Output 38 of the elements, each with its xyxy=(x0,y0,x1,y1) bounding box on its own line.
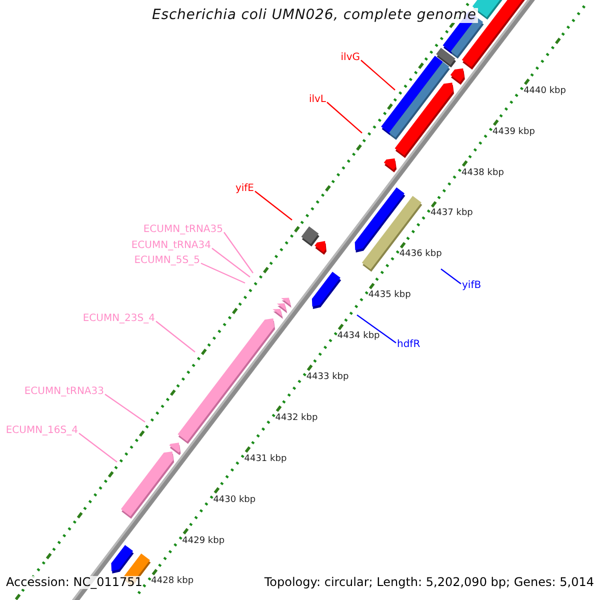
scale-label: 4435 kbp xyxy=(368,291,411,302)
gene-label: ECUMN_5S_5 xyxy=(134,255,200,266)
leader-line xyxy=(224,232,254,274)
gene-label: ECUMN_tRNA34 xyxy=(131,240,211,251)
scale-label: 4431 kbp xyxy=(244,454,287,465)
scale-label: 4433 kbp xyxy=(306,373,349,383)
leader-line xyxy=(356,314,396,344)
scale-label: 4429 kbp xyxy=(182,536,225,546)
map-title: Escherichia coli UMN026, complete genome xyxy=(150,8,478,24)
gene-label: hdfR xyxy=(397,339,420,350)
scale-label: 4432 kbp xyxy=(275,414,318,424)
leader-line xyxy=(326,102,362,134)
leader-line xyxy=(104,394,146,422)
gene-label: yifE xyxy=(235,183,254,194)
genome-info-text: Topology: circular; Length: 5,202,090 bp; Genes: 5,014 xyxy=(264,576,594,590)
scale-label: 4437 kbp xyxy=(430,209,473,220)
scale-label: 4438 kbp xyxy=(462,168,504,178)
leader-line xyxy=(440,268,462,284)
leader-line xyxy=(156,320,196,352)
leader-line xyxy=(78,432,118,462)
leader-line xyxy=(254,190,292,220)
gene-label: ECUMN_23S_4 xyxy=(82,313,155,324)
scale-label: 4439 kbp xyxy=(492,128,535,138)
accession-text: Accession: NC_011751 xyxy=(6,576,142,590)
gene-label: ECUMN_16S_4 xyxy=(6,425,78,436)
leader-line xyxy=(212,248,250,278)
scale-label: 4434 kbp xyxy=(337,332,380,342)
scale-label: 4440 kbp xyxy=(524,86,566,97)
scale-label: 4436 kbp xyxy=(399,250,442,260)
leader-line xyxy=(200,262,246,284)
scale-label: 4428 kbp xyxy=(151,577,194,588)
gene-label: ilvG xyxy=(340,52,360,63)
gene-label: ECUMN_tRNA33 xyxy=(24,386,104,397)
gene-label: ilvL xyxy=(308,94,326,105)
gene-label: ECUMN_tRNA35 xyxy=(143,224,223,235)
leader-line xyxy=(360,60,396,90)
scale-label: 4430 kbp xyxy=(213,496,256,506)
gene-label: yifB xyxy=(462,280,482,291)
